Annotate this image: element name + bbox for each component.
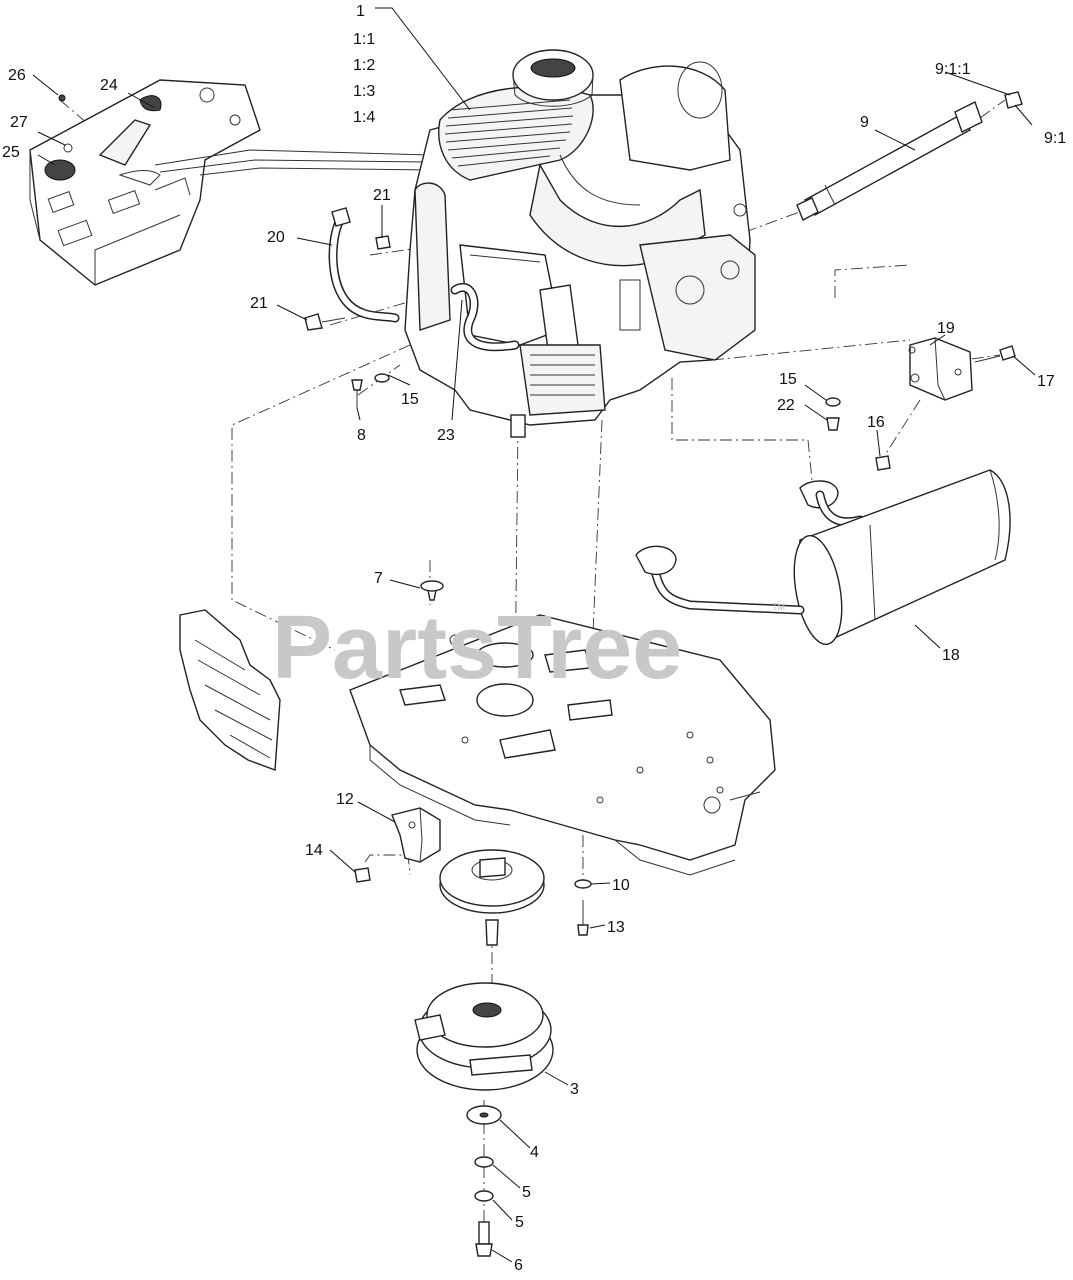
washer-10-bolt-13 xyxy=(574,879,592,936)
callout-1-1: 1:1 xyxy=(353,31,375,48)
callout-9-1-1: 9:1:1 xyxy=(935,61,971,78)
callout-8: 8 xyxy=(357,427,366,444)
callout-27: 27 xyxy=(10,114,28,131)
callout-4: 4 xyxy=(530,1144,539,1161)
callout-20: 20 xyxy=(267,229,285,246)
callout-5-upper: 5 xyxy=(522,1184,531,1201)
pto-clutch xyxy=(414,982,554,1091)
callout-1: 1 xyxy=(356,3,365,20)
heat-shield xyxy=(179,609,281,771)
callout-1-3: 1:3 xyxy=(353,83,375,100)
clutch-hardware xyxy=(466,1105,502,1257)
callout-21-upper: 21 xyxy=(373,187,391,204)
callout-15-left: 15 xyxy=(401,391,419,408)
engine-pulley xyxy=(439,849,545,946)
callout-14: 14 xyxy=(305,842,323,859)
exhaust-pipe xyxy=(796,91,1023,221)
pto-bracket xyxy=(354,807,441,883)
callout-26: 26 xyxy=(8,67,26,84)
callout-22: 22 xyxy=(777,397,795,414)
callout-16: 16 xyxy=(867,414,885,431)
callout-12: 12 xyxy=(336,791,354,808)
callout-1-2: 1:2 xyxy=(353,57,375,74)
callout-15-right: 15 xyxy=(779,371,797,388)
callout-9-1: 9:1 xyxy=(1044,130,1066,147)
watermark-trademark: TM xyxy=(772,602,785,612)
callout-18: 18 xyxy=(942,647,960,664)
callout-1-4: 1:4 xyxy=(353,109,375,126)
breather-hose xyxy=(450,283,520,352)
bolt-8-washer-15 xyxy=(351,373,390,408)
callout-3: 3 xyxy=(570,1081,579,1098)
callout-labels: 1 1:1 1:2 1:3 1:4 9:1:1 9:1 9 24 26 27 2… xyxy=(2,3,1066,1274)
callout-13: 13 xyxy=(607,919,625,936)
callout-25: 25 xyxy=(2,144,20,161)
callout-10: 10 xyxy=(612,877,630,894)
engine-assembly xyxy=(404,49,756,438)
callout-6: 6 xyxy=(514,1257,523,1274)
muffler xyxy=(635,469,1011,645)
callout-9: 9 xyxy=(860,114,869,131)
leader-lines xyxy=(32,7,1036,1263)
callout-17: 17 xyxy=(1037,373,1055,390)
watermark: PartsTree xyxy=(272,598,682,698)
callout-19: 19 xyxy=(937,320,955,337)
callout-5-lower: 5 xyxy=(515,1214,524,1231)
callout-24: 24 xyxy=(100,77,118,94)
fuel-line xyxy=(304,207,400,331)
control-panel-assembly xyxy=(29,79,431,286)
mounting-plate xyxy=(349,580,776,876)
callout-21-lower: 21 xyxy=(250,295,268,312)
callout-7: 7 xyxy=(374,570,383,587)
callout-23: 23 xyxy=(437,427,455,444)
muffler-bracket xyxy=(825,337,1016,471)
